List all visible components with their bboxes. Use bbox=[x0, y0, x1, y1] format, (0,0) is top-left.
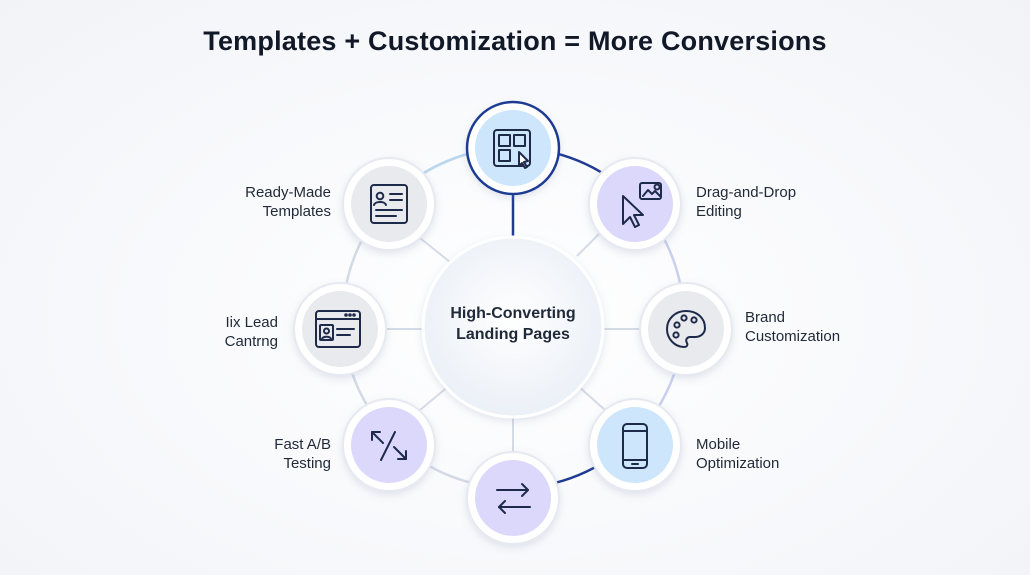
label-brand-line1: Brand bbox=[745, 309, 786, 326]
center-circle bbox=[421, 235, 605, 419]
node-swap[interactable] bbox=[466, 451, 560, 545]
node-top[interactable] bbox=[465, 100, 561, 196]
label-fast-ab-testing: Fast A/B Testing bbox=[274, 435, 331, 473]
label-drag-line2: Editing bbox=[696, 203, 742, 220]
spoke-ab bbox=[419, 384, 451, 411]
label-templates-line1: Ready-Made bbox=[245, 184, 331, 201]
center-label-line1: High-Converting bbox=[450, 305, 576, 322]
node-brand[interactable] bbox=[639, 282, 733, 376]
label-lead-capturing: Iix Lead Cantrng bbox=[225, 313, 278, 351]
label-ready-made-templates: Ready-Made Templates bbox=[245, 183, 331, 221]
label-mobile-optimization: Mobile Optimization bbox=[696, 435, 779, 473]
label-ab-line1: Fast A/B bbox=[274, 436, 331, 453]
label-brand-customization: Brand Customization bbox=[745, 308, 840, 346]
document-profile-icon bbox=[370, 184, 408, 224]
node-drag[interactable] bbox=[588, 157, 682, 251]
smartphone-icon bbox=[622, 423, 648, 469]
spoke-templates bbox=[419, 237, 451, 263]
center-label: High-Converting Landing Pages bbox=[413, 303, 613, 345]
spoke-mobile bbox=[576, 384, 606, 411]
browser-form-icon bbox=[315, 310, 361, 348]
label-ab-line2: Testing bbox=[283, 455, 331, 472]
label-mobile-line1: Mobile bbox=[696, 436, 741, 453]
cursor-image-icon bbox=[622, 182, 662, 228]
page-title: Templates + Customization = More Convers… bbox=[203, 26, 827, 56]
center-label-line2: Landing Pages bbox=[456, 326, 570, 343]
label-mobile-line2: Optimization bbox=[696, 455, 780, 472]
node-mobile[interactable] bbox=[588, 398, 682, 492]
swap-arrows-icon bbox=[496, 483, 531, 514]
label-templates-line2: Templates bbox=[262, 203, 331, 220]
node-templates[interactable] bbox=[342, 157, 436, 251]
label-drag-and-drop: Drag-and-Drop Editing bbox=[696, 183, 796, 221]
label-drag-line1: Drag-and-Drop bbox=[696, 184, 797, 201]
label-lead-line1: Iix Lead bbox=[225, 314, 278, 331]
layout-grid-cursor-icon bbox=[493, 129, 531, 169]
palette-icon bbox=[666, 310, 706, 348]
label-lead-line2: Cantrng bbox=[224, 333, 278, 350]
ab-arrows-icon bbox=[371, 431, 407, 461]
label-brand-line2: Customization bbox=[745, 328, 841, 345]
